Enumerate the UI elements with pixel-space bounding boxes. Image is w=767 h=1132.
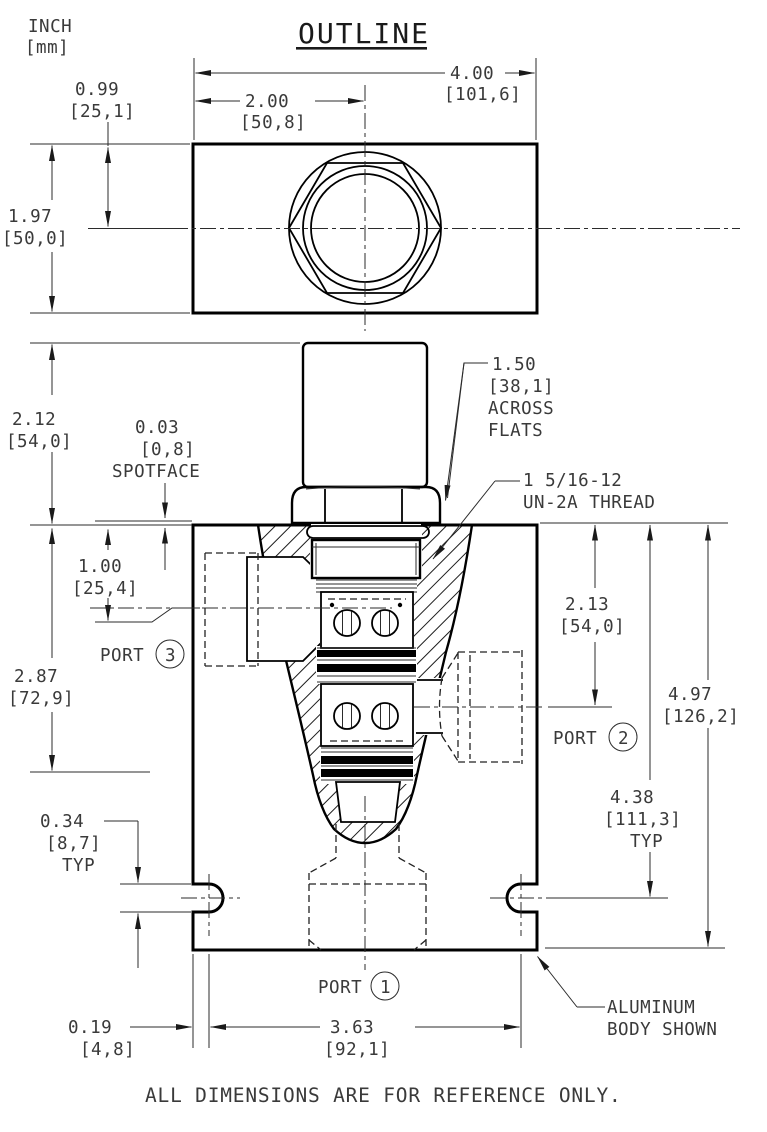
dim-text: ACROSS: [488, 399, 554, 419]
adjust-cap: [301, 341, 429, 489]
dim-text: [92,1]: [324, 1040, 390, 1060]
dim-text: 0.19: [68, 1018, 112, 1038]
dim-text: FLATS: [488, 421, 543, 441]
units-inch: INCH: [28, 17, 72, 37]
title-text: OUTLINE: [298, 17, 430, 50]
cartridge-nose: [334, 781, 402, 823]
dim-3-63: 3.63 [92,1]: [210, 954, 522, 1060]
dim-text: TYP: [62, 856, 95, 876]
dim-text: SPOTFACE: [112, 462, 200, 482]
dim-2-12: 2.12 [54,0]: [6, 342, 300, 526]
dim-text: [25,4]: [72, 579, 138, 599]
dim-text: 1.97: [8, 207, 52, 227]
dim-text: [0,8]: [140, 440, 195, 460]
dim-text: [25,1]: [69, 102, 135, 122]
callout-thread: 1 5/16-12 UN-2A THREAD: [432, 471, 655, 560]
port-label: PORT: [100, 646, 144, 666]
dim-text: 2.87: [14, 667, 58, 687]
front-view-stem: [290, 341, 442, 525]
dim-2-87: 2.87 [72,9]: [8, 528, 150, 773]
dim-text: 2.13: [565, 595, 609, 615]
port2-label: PORT 2: [553, 722, 638, 752]
port-number: 1: [380, 978, 391, 998]
dim-text: 4.00: [450, 64, 494, 84]
cross-hole: [371, 609, 399, 637]
dim-text: 2.12: [12, 410, 56, 430]
dim-text: 1.00: [78, 557, 122, 577]
units-label: INCH [mm]: [25, 17, 72, 58]
port3-label: PORT 3: [100, 639, 185, 669]
dim-text: 0.99: [75, 80, 119, 100]
cross-hole: [333, 702, 361, 730]
top-view: [88, 85, 740, 331]
footer-note: ALL DIMENSIONS ARE FOR REFERENCE ONLY.: [145, 1084, 622, 1107]
dim-0-99: 0.99 [25,1]: [69, 80, 185, 229]
dim-text: [50,0]: [2, 229, 68, 249]
units-mm: [mm]: [25, 38, 69, 58]
dim-text: 1 5/16-12: [523, 471, 622, 491]
note-text: BODY SHOWN: [607, 1020, 717, 1040]
note-text: ALUMINUM: [607, 998, 695, 1018]
dim-text: [8,7]: [46, 834, 101, 854]
cartridge-body: [306, 524, 430, 823]
dim-text: [54,0]: [559, 617, 625, 637]
dim-text: 1.50: [492, 355, 536, 375]
dim-text: TYP: [630, 832, 663, 852]
dim-0-34: 0.34 [8,7] TYP: [40, 812, 191, 968]
port-label: PORT: [318, 978, 362, 998]
dim-text: 4.38: [610, 788, 654, 808]
hex-nut-front: [290, 485, 442, 525]
dim-text: 2.00: [245, 92, 289, 112]
callout-aluminum-body: ALUMINUM BODY SHOWN: [537, 956, 717, 1040]
dim-0-19: 0.19 [4,8]: [68, 954, 210, 1060]
dim-text: [111,3]: [604, 810, 681, 830]
dim-text: [126,2]: [662, 707, 739, 727]
dim-text: 0.34: [40, 812, 84, 832]
port-number: 2: [618, 729, 629, 749]
dim-2-13: 2.13 [54,0]: [559, 524, 625, 706]
dim-1-97: 1.97 [50,0]: [2, 143, 190, 314]
port1-label: PORT 1: [318, 971, 400, 1001]
dim-text: [72,9]: [8, 689, 74, 709]
dim-0-03-spotface: 0.03 [0,8] SPOTFACE: [95, 418, 200, 570]
title-underline: [296, 47, 427, 50]
thread-band: [310, 538, 422, 580]
dim-text: 3.63: [330, 1018, 374, 1038]
dim-text: [38,1]: [488, 377, 554, 397]
dim-text: [54,0]: [6, 432, 72, 452]
port1-hidden: [308, 824, 427, 951]
cross-hole: [333, 609, 361, 637]
dim-text: [101,6]: [444, 85, 521, 105]
port-number: 3: [165, 646, 176, 666]
drawing-title: OUTLINE: [296, 17, 430, 50]
dim-4-00: 4.00 [101,6]: [193, 58, 537, 140]
port3-hidden: [204, 552, 259, 667]
callout-across-flats: 1.50 [38,1] ACROSS FLATS: [444, 355, 554, 501]
dim-text: 4.97: [668, 685, 712, 705]
dim-2-00: 2.00 [50,8]: [195, 92, 364, 133]
dim-text: [50,8]: [240, 113, 306, 133]
dim-text: UN-2A THREAD: [523, 493, 655, 513]
dim-4-38: 4.38 [111,3] TYP: [604, 524, 681, 897]
dim-4-97: 4.97 [126,2]: [662, 524, 739, 947]
dim-right-extensions: [540, 522, 728, 949]
hex-nut-top: [287, 162, 443, 294]
cross-hole: [371, 702, 399, 730]
dim-text: 0.03: [135, 418, 179, 438]
dim-text: [4,8]: [80, 1040, 135, 1060]
front-view-body: [90, 523, 548, 970]
dim-1-00: 1.00 [25,4]: [72, 529, 200, 623]
port-label: PORT: [553, 729, 597, 749]
